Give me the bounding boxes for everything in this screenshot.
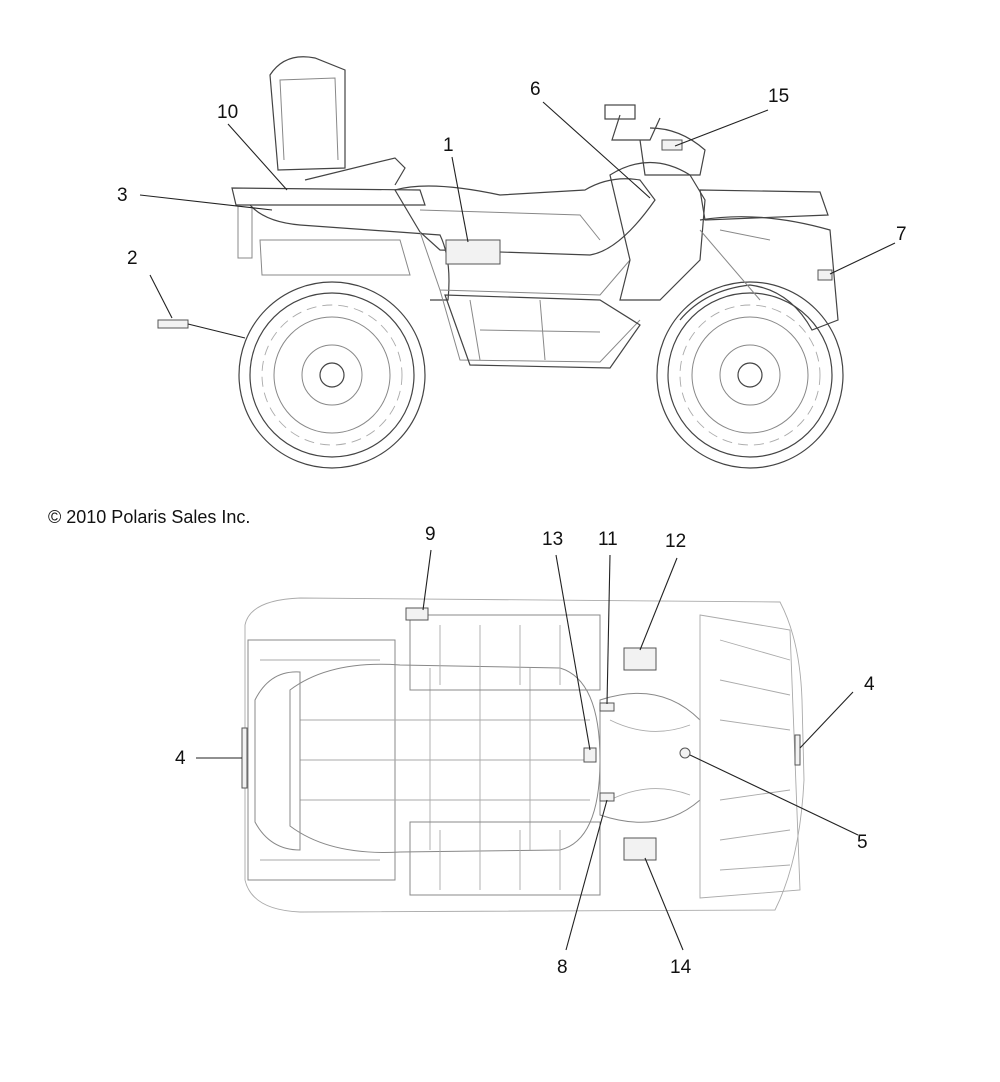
callout-5: 5 bbox=[857, 832, 868, 853]
top-left-footwell bbox=[409, 614, 601, 691]
decal-11-marker bbox=[599, 702, 615, 712]
rear-fender bbox=[249, 204, 450, 301]
atv-top-view bbox=[241, 597, 805, 913]
copyright-notice: © 2010 Polaris Sales Inc. bbox=[48, 507, 250, 527]
decal-7-marker bbox=[817, 269, 833, 281]
decal-13-marker bbox=[583, 747, 597, 763]
callout-15: 15 bbox=[768, 86, 789, 107]
decal-12-marker bbox=[623, 647, 657, 671]
callout-9: 9 bbox=[425, 524, 436, 545]
top-body-outline bbox=[244, 597, 805, 913]
front-rack bbox=[699, 189, 829, 221]
callout-11: 11 bbox=[598, 529, 618, 550]
decal-9-marker bbox=[405, 607, 429, 621]
atv-side-view bbox=[157, 56, 844, 469]
leader-lines bbox=[139, 101, 896, 951]
decal-8-marker bbox=[599, 792, 615, 802]
handlebar bbox=[611, 114, 661, 141]
decal-2-marker bbox=[157, 319, 189, 329]
passenger-backrest bbox=[269, 56, 346, 171]
seat bbox=[394, 178, 656, 256]
decal-1-marker bbox=[445, 239, 501, 265]
callout-4-left: 4 bbox=[175, 748, 186, 769]
callout-10: 10 bbox=[217, 102, 238, 123]
callout-1: 1 bbox=[443, 135, 454, 156]
decal-4-right-marker bbox=[794, 734, 801, 766]
decal-4-left-marker bbox=[241, 727, 248, 789]
top-front-rack bbox=[699, 614, 801, 899]
callout-6: 6 bbox=[530, 79, 541, 100]
top-right-footwell bbox=[409, 821, 601, 896]
top-seat bbox=[289, 663, 601, 853]
callout-4-right: 4 bbox=[864, 674, 875, 695]
callout-14: 14 bbox=[670, 957, 692, 978]
callout-12: 12 bbox=[665, 531, 686, 552]
callout-numbers: 1 2 3 4 4 5 6 7 8 9 10 11 12 13 14 15 bbox=[117, 79, 907, 978]
footwell bbox=[444, 294, 641, 369]
callout-8: 8 bbox=[557, 957, 568, 978]
callout-7: 7 bbox=[896, 224, 907, 245]
callout-2: 2 bbox=[127, 248, 138, 269]
rear-wheel bbox=[238, 281, 426, 469]
decal-5-marker bbox=[679, 747, 691, 759]
rear-rack bbox=[231, 187, 426, 206]
front-wheel bbox=[656, 281, 844, 469]
callout-3: 3 bbox=[117, 185, 128, 206]
front-body bbox=[609, 161, 706, 301]
callout-13: 13 bbox=[542, 529, 563, 550]
decal-14-marker bbox=[623, 837, 657, 861]
decal-15-marker bbox=[661, 139, 683, 151]
front-fender bbox=[679, 216, 839, 331]
